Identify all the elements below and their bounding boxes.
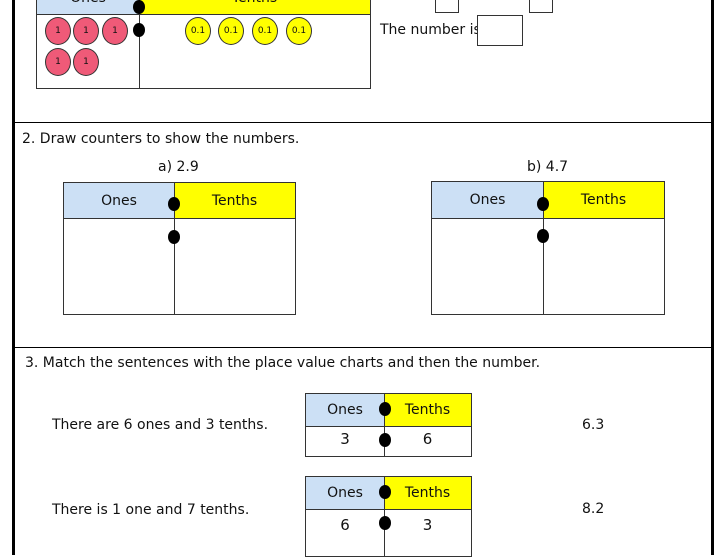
tenths-counter: 0.1	[252, 17, 278, 45]
decimal-point	[133, 23, 145, 37]
q3-chart-1[interactable]: Ones Tenths 3 6	[305, 393, 472, 457]
decimal-point	[133, 0, 145, 14]
tenths-value: 3	[422, 516, 433, 534]
q2-a-label: a) 2.9	[158, 159, 199, 175]
number-option[interactable]: 8.2	[582, 501, 605, 517]
divider	[12, 122, 711, 123]
tenths-header: Tenths	[174, 183, 295, 218]
tenths-counter: 0.1	[185, 17, 211, 45]
divider	[12, 347, 711, 348]
ones-counter: 1	[102, 17, 128, 45]
ones-value: 3	[340, 430, 350, 448]
tenths-header: Tenths	[384, 394, 471, 426]
ones-counter: 1	[73, 17, 99, 45]
answer-box[interactable]	[435, 0, 459, 13]
decimal-point	[379, 402, 391, 416]
tenths-counter: 0.1	[218, 17, 244, 45]
tenths-header: Tenths	[543, 182, 664, 218]
decimal-point	[379, 433, 391, 447]
q1-place-value-chart: Ones Tenths	[36, 0, 371, 89]
ones-header: Ones	[306, 394, 384, 426]
tenths-value: 6	[422, 430, 433, 448]
tenths-header: Tenths	[384, 477, 471, 509]
number-option[interactable]: 6.3	[582, 417, 605, 433]
decimal-point	[168, 230, 180, 244]
q3-chart-2[interactable]: Ones Tenths 6 3	[305, 476, 472, 557]
q2-a-chart: Ones Tenths	[63, 182, 296, 315]
ones-counter: 1	[45, 48, 71, 76]
decimal-point	[168, 197, 180, 211]
ones-counter: 1	[45, 17, 71, 45]
q2-b-label: b) 4.7	[527, 159, 569, 175]
answer-box[interactable]	[529, 0, 553, 13]
ones-header: Ones	[64, 183, 174, 218]
tenths-header: Tenths	[139, 0, 370, 14]
decimal-point	[379, 485, 391, 499]
q2-b-chart: Ones Tenths	[431, 181, 665, 315]
decimal-point	[379, 516, 391, 530]
q2-instruction: 2. Draw counters to show the numbers.	[22, 131, 300, 147]
decimal-point	[537, 229, 549, 243]
ones-header: Ones	[432, 182, 543, 218]
ones-value: 6	[340, 516, 350, 534]
q3-instruction: 3. Match the sentences with the place va…	[25, 355, 541, 371]
sentence[interactable]: There are 6 ones and 3 tenths.	[52, 417, 269, 433]
sentence[interactable]: There is 1 one and 7 tenths.	[52, 502, 250, 518]
number-answer-box[interactable]	[477, 15, 523, 46]
decimal-point	[537, 197, 549, 211]
tenths-counter: 0.1	[286, 17, 312, 45]
worksheet-frame	[12, 0, 714, 555]
number-prompt: The number is	[380, 22, 481, 38]
ones-header: Ones	[37, 0, 139, 14]
ones-header: Ones	[306, 477, 384, 509]
ones-counter: 1	[73, 48, 99, 76]
